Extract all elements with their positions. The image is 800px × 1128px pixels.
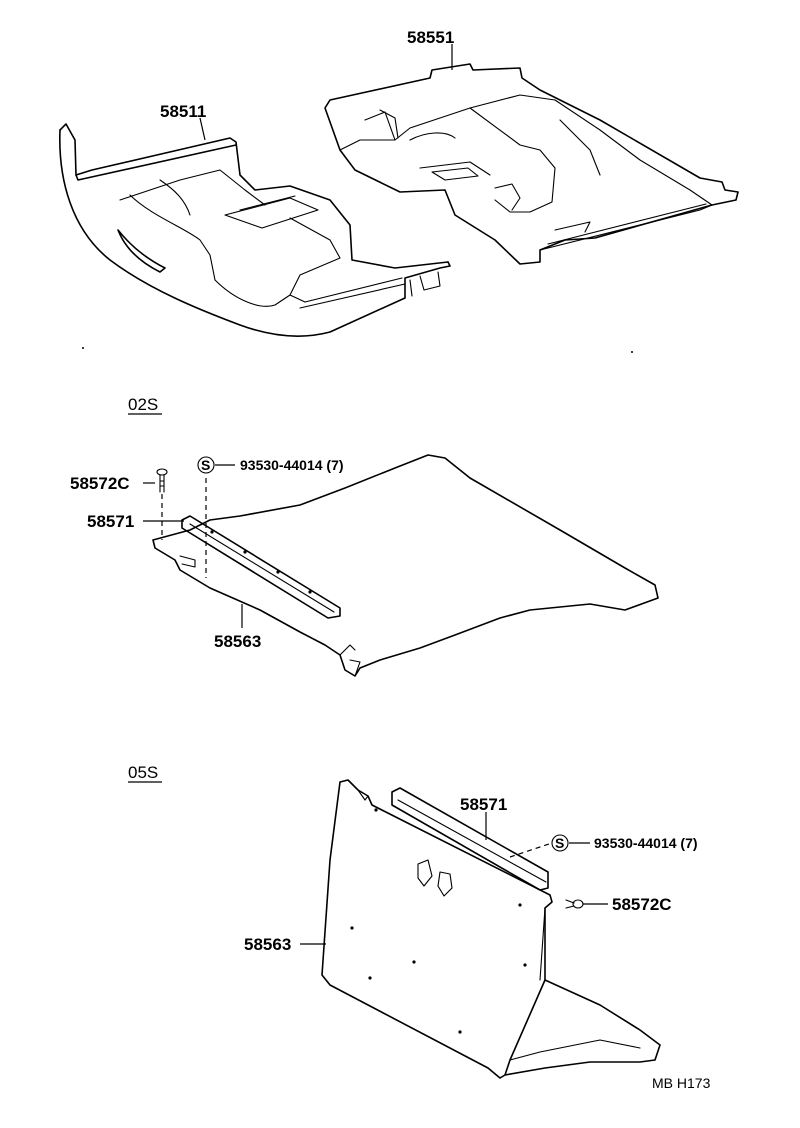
trunk-mat-02s [152,454,659,677]
label-bracket-02s: 58571 [87,512,134,531]
section-05s-title: 05S [128,763,158,782]
label-front-carpet: 58511 [160,102,206,121]
s-symbol-02s: S [197,456,215,474]
label-rear-carpet: 58551 [407,28,454,47]
s-symbol-text-05s: S [555,835,564,851]
footer-code: MB H173 [652,1075,711,1091]
s-symbol-text-02s: S [201,457,210,473]
label-clip-05s: 58572C [612,895,672,914]
bracket-02s [181,515,341,619]
clip-05s [565,899,584,909]
bracket-05s [391,787,549,891]
section-02s-title: 02S [128,395,158,414]
label-bracket-05s: 58571 [460,795,507,814]
label-panel-02s: 58563 [214,632,261,651]
s-symbol-05s: S [551,834,569,852]
rear-floor-carpet [324,63,739,265]
label-spec-05s: 93530-44014 (7) [594,835,698,851]
label-clip-02s: 58572C [70,474,130,493]
trunk-mat-05s [321,779,661,1079]
panel-holes-05s [350,808,527,1034]
front-floor-carpet [59,123,451,337]
clip-02s [156,468,168,493]
label-spec-02s: 93530-44014 (7) [240,457,344,473]
label-panel-05s: 58563 [244,935,291,954]
